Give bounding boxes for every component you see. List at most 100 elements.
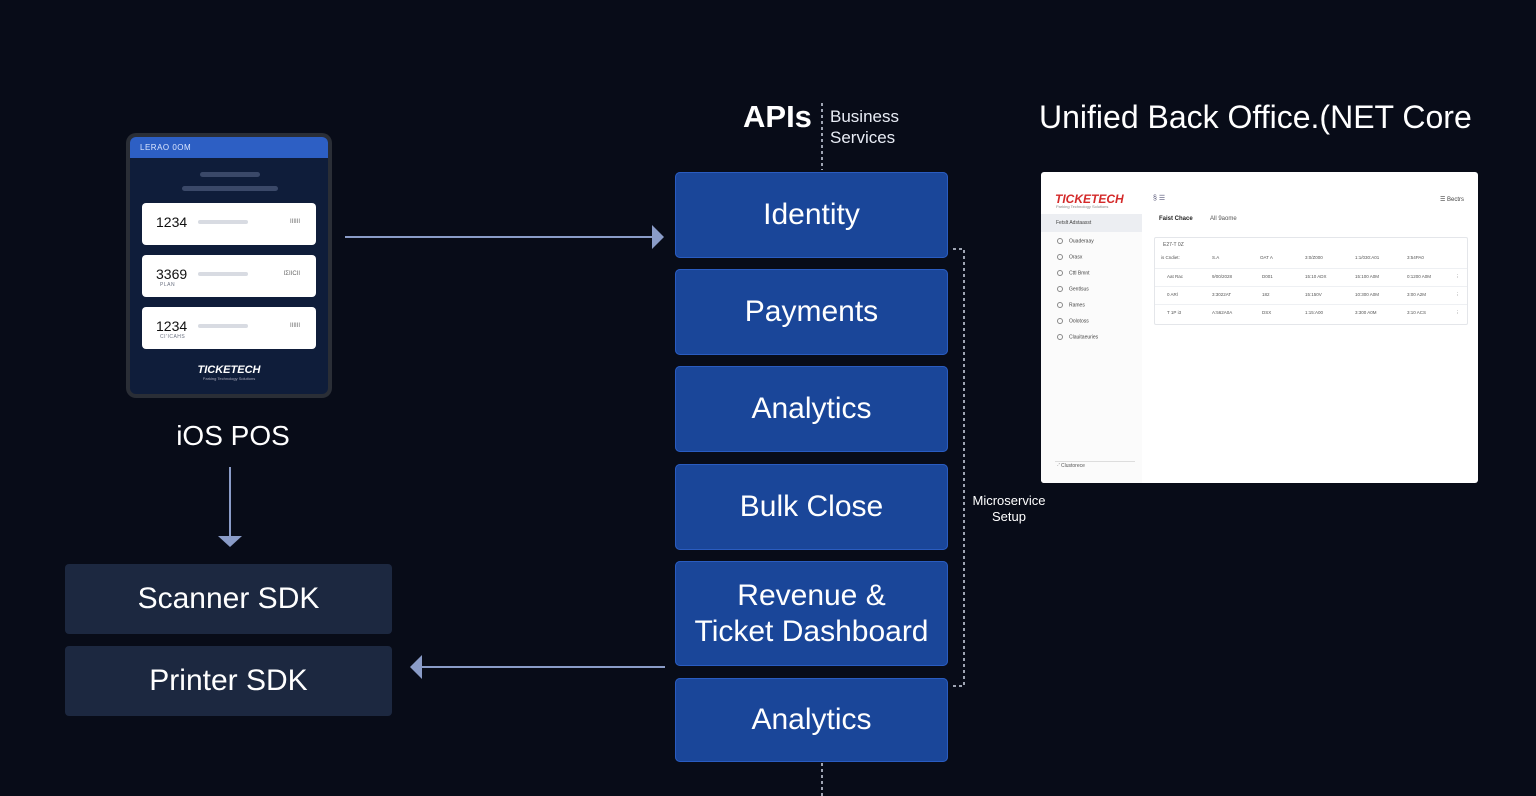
ticketech-logo: TICKETECH — [197, 364, 261, 376]
bo-footer-divider — [1055, 461, 1135, 462]
ticket-sub: PLAN — [160, 282, 176, 288]
table-row[interactable]: is Cndiet: S.A OAT A 3:0/Z000 1:1/030:A0… — [1155, 250, 1467, 268]
bo-sidebar-item[interactable]: Orasx — [1057, 254, 1082, 260]
business-services-label: Business Services — [830, 106, 899, 148]
ticket-card[interactable]: 3369 PLAN ΙΣΙΙCΙΙ — [142, 255, 316, 297]
business-services-line1: Business — [830, 107, 899, 126]
bo-tagline: Parking Technology Solutions — [1056, 204, 1109, 209]
table-row[interactable]: 0 ARl 3:3022AT 182 15:150V 10:300 A0M 3:… — [1155, 286, 1467, 305]
table-cell: DSX — [1262, 310, 1272, 315]
ticketech-tagline: Parking Technology Solutions — [202, 376, 256, 381]
table-cell: 1:15:A00 — [1305, 310, 1324, 315]
service-label: Bulk Close — [739, 490, 884, 523]
table-cell: 3:54PA0 — [1407, 255, 1424, 260]
menu-icon[interactable]: § ☰ — [1153, 195, 1166, 202]
radio-icon — [1057, 302, 1063, 308]
service-analytics-2: Analytics — [675, 678, 948, 762]
business-services-line2: Services — [830, 128, 896, 147]
bo-sidebar-item[interactable]: Gentlsus — [1057, 286, 1089, 292]
placeholder-line — [198, 324, 248, 328]
bo-sidebar-item[interactable]: Clauitaeuries — [1057, 334, 1098, 340]
bo-sidebar-item[interactable]: Rames — [1057, 302, 1085, 308]
bo-filter[interactable]: All 9aome — [1210, 216, 1237, 222]
arrowhead-sdk — [218, 536, 242, 547]
table-row[interactable]: Aat Rac 9/00/2028 D001 15:10 ADX 15:100 … — [1155, 268, 1467, 287]
bo-table: E27-T 0Z is Cndiet: S.A OAT A 3:0/Z000 1… — [1154, 237, 1468, 325]
radio-icon — [1057, 238, 1063, 244]
bo-sidebar-label: Oolotoss — [1069, 318, 1089, 325]
service-label: Identity — [763, 198, 860, 231]
table-cell: 0 ARl — [1167, 292, 1178, 297]
table-cell: 15:150V — [1305, 292, 1322, 297]
ticket-number: 3369 — [156, 266, 188, 282]
bo-sidebar-item[interactable]: Cttl Bmnt — [1057, 270, 1090, 276]
ios-pos-tablet: LERAO 0OM 1234 ΙΙΙΙΙΙ 3369 PLAN ΙΣΙΙCΙΙ … — [126, 133, 332, 398]
microservice-setup-label: Microservice Setup — [966, 493, 1052, 525]
microservice-line2: Setup — [992, 509, 1026, 524]
row-menu-icon[interactable]: ⋮ — [1455, 292, 1460, 297]
bo-top-right-menu[interactable]: ☰ Bectrs — [1439, 197, 1464, 203]
bo-sidebar-label: Cttl Bmnt — [1069, 270, 1090, 277]
arrowhead-printer — [410, 655, 422, 679]
radio-icon — [1057, 254, 1063, 260]
bo-ticketech-logo: TICKETECH — [1055, 192, 1124, 206]
radio-icon — [1057, 318, 1063, 324]
arrowhead-identity — [652, 225, 664, 249]
table-cell: 3:0/Z000 — [1305, 255, 1323, 260]
bo-sidebar-label: Ouaderaay — [1069, 238, 1094, 245]
service-label: Analytics — [751, 703, 872, 736]
bo-sidebar-label: Orasx — [1069, 254, 1083, 261]
bo-sidebar-item[interactable]: Oolotoss — [1057, 318, 1089, 324]
bo-sidebar-item[interactable]: Ouaderaay — [1057, 238, 1094, 244]
placeholder-bar — [200, 172, 260, 177]
microservice-line1: Microservice — [972, 493, 1046, 508]
service-revenue-dashboard: Revenue & Ticket Dashboard — [675, 561, 948, 666]
table-cell: 15:100 A0M — [1355, 274, 1380, 279]
ticket-code: ΙΙΙΙΙΙ — [289, 323, 300, 329]
table-cell: OAT A — [1260, 255, 1273, 260]
service-label: Revenue & — [737, 578, 886, 612]
table-cell: 3:300 A0M — [1355, 310, 1377, 315]
bo-sidebar-label: Rames — [1069, 302, 1085, 309]
table-cell: 10:300 A0M — [1355, 292, 1380, 297]
table-cell: D001 — [1262, 274, 1273, 279]
ticket-card[interactable]: 1234 CI'ICAHS ΙΙΙΙΙΙ — [142, 307, 316, 349]
bo-footer[interactable]: ·′ Clustorece — [1057, 463, 1085, 469]
placeholder-line — [198, 220, 248, 224]
ticket-sub: CI'ICAHS — [160, 334, 186, 340]
service-label-line2: Ticket Dashboard — [694, 614, 929, 648]
service-bulk-close: Bulk Close — [675, 464, 948, 550]
table-cell: 1:1/030:A01 — [1355, 255, 1380, 260]
service-analytics: Analytics — [675, 366, 948, 452]
scanner-sdk-box: Scanner SDK — [65, 564, 392, 634]
bo-sidebar-label: Clauitaeuries — [1069, 334, 1099, 341]
row-menu-icon[interactable]: ⋮ — [1455, 310, 1460, 315]
bo-sidebar: Fetslt Adstaasst Ouaderaay Orasx Cttl Bm… — [1041, 214, 1142, 483]
table-cell: 3:3022AT — [1212, 292, 1232, 297]
printer-sdk-box: Printer SDK — [65, 646, 392, 716]
service-payments: Payments — [675, 269, 948, 355]
bo-sidebar-active[interactable]: Fetslt Adstaasst — [1041, 214, 1142, 232]
table-cell: T 1P i3 — [1167, 310, 1182, 315]
bo-sidebar-label: Gentlsus — [1069, 286, 1089, 293]
table-row[interactable]: T 1P i3 A:562A0A DSX 1:15:A00 3:300 A0M … — [1155, 304, 1467, 323]
ticket-card[interactable]: 1234 ΙΙΙΙΙΙ — [142, 203, 316, 245]
tablet-screen: LERAO 0OM 1234 ΙΙΙΙΙΙ 3369 PLAN ΙΣΙΙCΙΙ … — [130, 137, 328, 394]
ticket-code: ΙΣΙΙCΙΙ — [283, 271, 300, 277]
service-label: Payments — [744, 295, 879, 328]
ticket-code: ΙΙΙΙΙΙ — [289, 219, 300, 225]
back-office-title: Unified Back Office.(NET Core — [1039, 99, 1472, 135]
row-menu-icon[interactable]: ⋮ — [1455, 274, 1460, 279]
table-cell: 9/00/2028 — [1212, 274, 1233, 279]
placeholder-line — [198, 272, 248, 276]
ticket-number: 1234 — [156, 318, 188, 334]
table-cell: A:562A0A — [1212, 310, 1233, 315]
service-label: Analytics — [751, 392, 872, 425]
service-identity: Identity — [675, 172, 948, 258]
tablet-header: LERAO 0OM — [130, 137, 328, 158]
back-office-screenshot: TICKETECH Parking Technology Solutions §… — [1041, 172, 1478, 483]
table-cell: is Cndiet: — [1161, 255, 1180, 260]
table-cell: 3:10 ACS — [1407, 310, 1427, 315]
table-cell: 15:10 ADX — [1305, 274, 1327, 279]
